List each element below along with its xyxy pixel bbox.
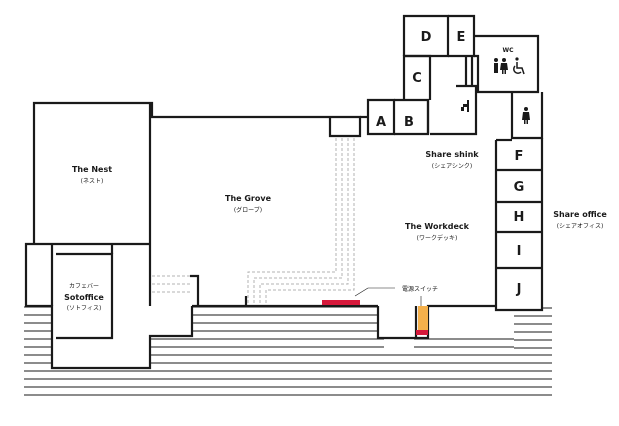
share-sink-kana: (シェアシンク) bbox=[432, 163, 472, 170]
power-switch-marker-orange bbox=[418, 306, 428, 330]
room-a-label: A bbox=[376, 115, 386, 130]
room-i-label: I bbox=[517, 244, 522, 259]
sotoffice-prefix: カフェバー bbox=[69, 283, 99, 290]
room-j-label: J bbox=[516, 282, 522, 297]
walls bbox=[24, 14, 544, 370]
ramp-path bbox=[152, 138, 355, 304]
power-switch-label: 電源スイッチ bbox=[402, 285, 438, 293]
room-e-label: E bbox=[457, 30, 466, 45]
grove-kana: (グローブ) bbox=[234, 206, 262, 214]
grove-name: The Grove bbox=[225, 194, 272, 203]
workdeck-kana: (ワークデッキ) bbox=[417, 234, 458, 242]
building-floor bbox=[26, 16, 542, 368]
switch-leader-line bbox=[354, 287, 369, 297]
sotoffice-kana: (ソトフィス) bbox=[67, 305, 102, 312]
room-b-label: B bbox=[404, 115, 414, 130]
power-switch-marker bbox=[322, 300, 360, 305]
share-office-kana: (シェアオフィス) bbox=[557, 223, 604, 230]
faucet-icon bbox=[461, 100, 469, 112]
nest-kana: (ネスト) bbox=[81, 178, 104, 185]
room-h-label: H bbox=[514, 210, 525, 225]
wc-label: WC bbox=[502, 47, 514, 54]
power-switch-marker-red bbox=[416, 330, 428, 335]
share-sink-name: Share shink bbox=[425, 150, 479, 159]
room-f-label: F bbox=[515, 149, 524, 164]
room-g-label: G bbox=[514, 180, 525, 195]
sotoffice-name: Sotoffice bbox=[64, 293, 104, 302]
workdeck-name: The Workdeck bbox=[405, 222, 470, 231]
room-d-label: D bbox=[421, 30, 432, 45]
toilet-women-icon bbox=[522, 107, 530, 124]
nest-name: The Nest bbox=[72, 165, 112, 174]
room-c-label: C bbox=[412, 71, 422, 86]
toilet-men-women-icon bbox=[494, 58, 508, 74]
wheelchair-icon bbox=[513, 57, 525, 75]
share-office-name: Share office bbox=[553, 210, 607, 219]
